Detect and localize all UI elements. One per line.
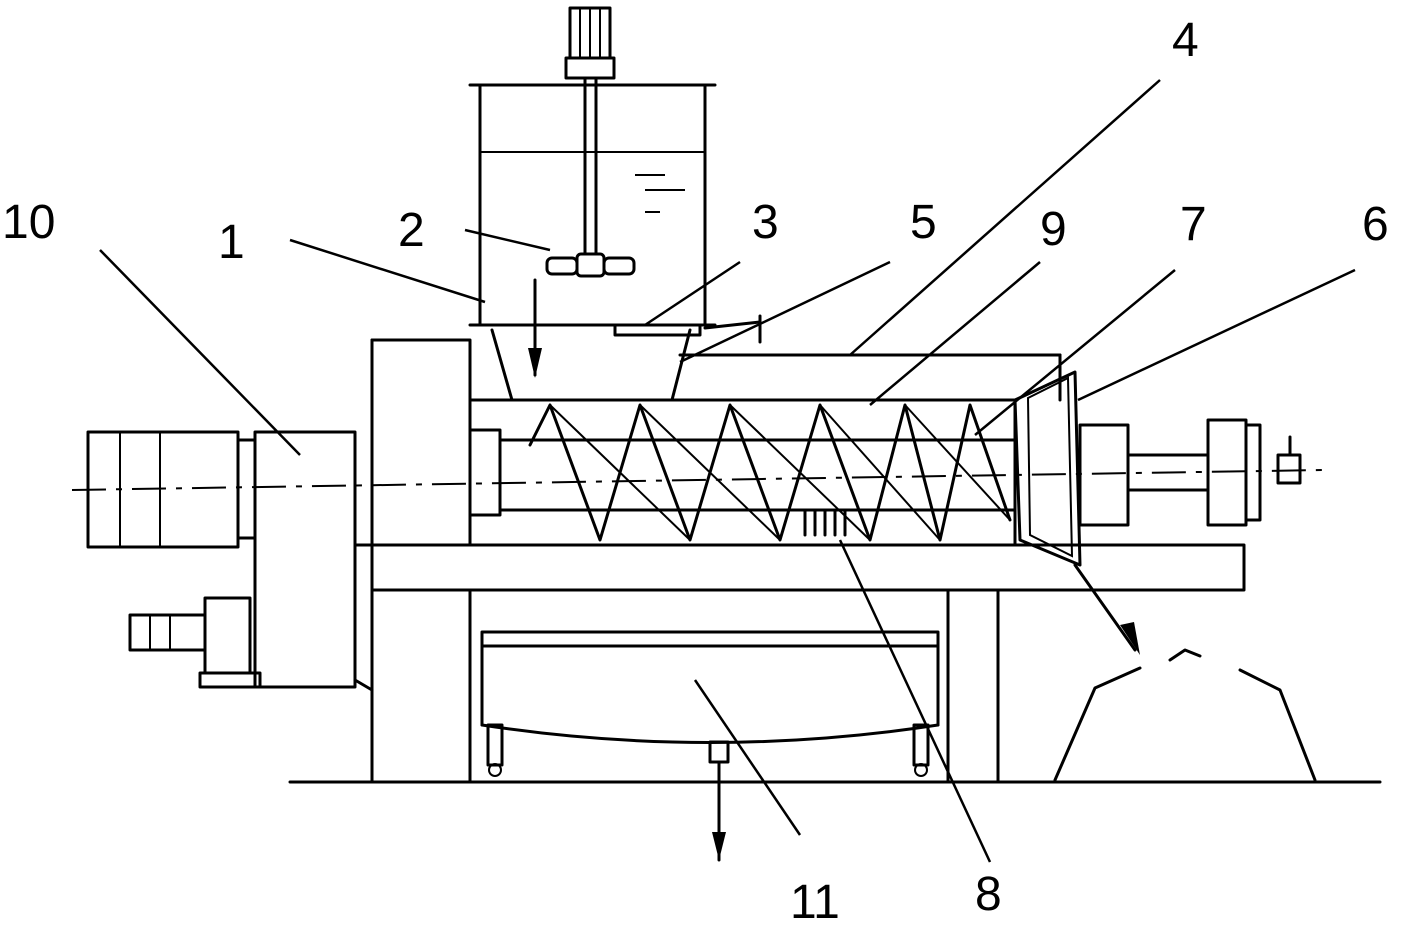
discharge-end xyxy=(1013,370,1302,655)
press-barrel xyxy=(468,353,1062,547)
label-10: 10 xyxy=(2,196,55,249)
label-8: 8 xyxy=(975,868,1002,921)
feed-tank xyxy=(468,6,762,402)
leader-lines xyxy=(99,79,1356,863)
filter-slots xyxy=(803,508,847,537)
label-6: 6 xyxy=(1362,198,1389,251)
label-4: 4 xyxy=(1172,14,1199,67)
label-11: 11 xyxy=(790,876,840,929)
oil-tray xyxy=(480,630,940,862)
motor-assembly xyxy=(86,430,374,692)
label-7: 7 xyxy=(1180,198,1207,251)
label-5: 5 xyxy=(910,196,937,249)
label-2: 2 xyxy=(398,204,425,257)
machine-frame xyxy=(370,338,1246,784)
cake-pile xyxy=(1053,648,1317,782)
label-3: 3 xyxy=(752,196,779,249)
label-9: 9 xyxy=(1040,203,1067,256)
label-1: 1 xyxy=(218,216,245,269)
screw-flights xyxy=(528,403,1012,542)
center-line xyxy=(71,469,1326,491)
